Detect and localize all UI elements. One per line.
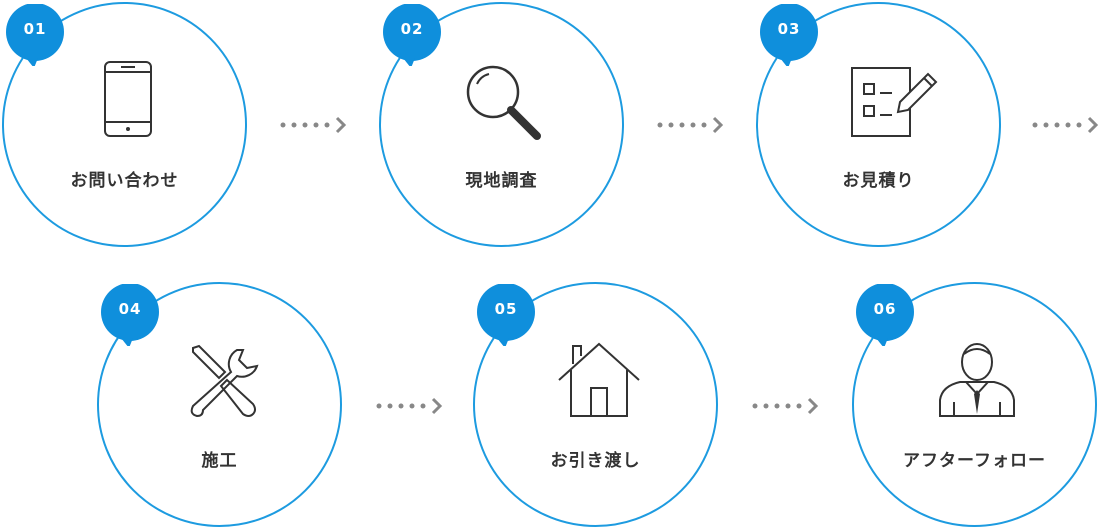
- arrow-icon: [752, 397, 819, 415]
- arrow-icon: [1032, 116, 1099, 134]
- step-number-badge: 04: [99, 284, 161, 346]
- step-number-badge: 03: [758, 4, 820, 66]
- arrow-icon: [657, 116, 724, 134]
- step-contact: 01 お問い合わせ: [2, 2, 247, 247]
- step-handover: 05 お引き渡し: [473, 282, 718, 527]
- house-icon: [558, 342, 640, 417]
- step-label: お引き渡し: [550, 451, 641, 471]
- businessman-icon: [939, 343, 1015, 417]
- step-after-follow: 06 アフターフォロー: [852, 282, 1097, 527]
- arrow-icon: [376, 397, 443, 415]
- step-site-survey: 02 現地調査: [379, 2, 624, 247]
- step-number: 05: [494, 300, 518, 318]
- step-number-badge: 02: [381, 4, 443, 66]
- step-number: 03: [777, 20, 801, 38]
- step-number: 04: [118, 300, 142, 318]
- step-label: 施工: [201, 451, 238, 471]
- arrow-icon: [280, 116, 347, 134]
- smartphone-icon: [104, 61, 152, 137]
- step-estimate: 03 お見積り: [756, 2, 1001, 247]
- step-number: 01: [23, 20, 47, 38]
- step-number: 06: [873, 300, 897, 318]
- step-label: 現地調査: [465, 171, 538, 191]
- magnifier-icon: [466, 65, 541, 140]
- tools-icon: [190, 344, 259, 418]
- step-number-badge: 05: [475, 284, 537, 346]
- step-label: お問い合わせ: [70, 171, 179, 191]
- step-number-badge: 01: [4, 4, 66, 66]
- step-number-badge: 06: [854, 284, 916, 346]
- step-label: アフターフォロー: [903, 451, 1046, 471]
- step-label: お見積り: [842, 171, 915, 191]
- step-construction: 04 施工: [97, 282, 342, 527]
- checklist-pencil-icon: [851, 67, 938, 137]
- step-number: 02: [400, 20, 424, 38]
